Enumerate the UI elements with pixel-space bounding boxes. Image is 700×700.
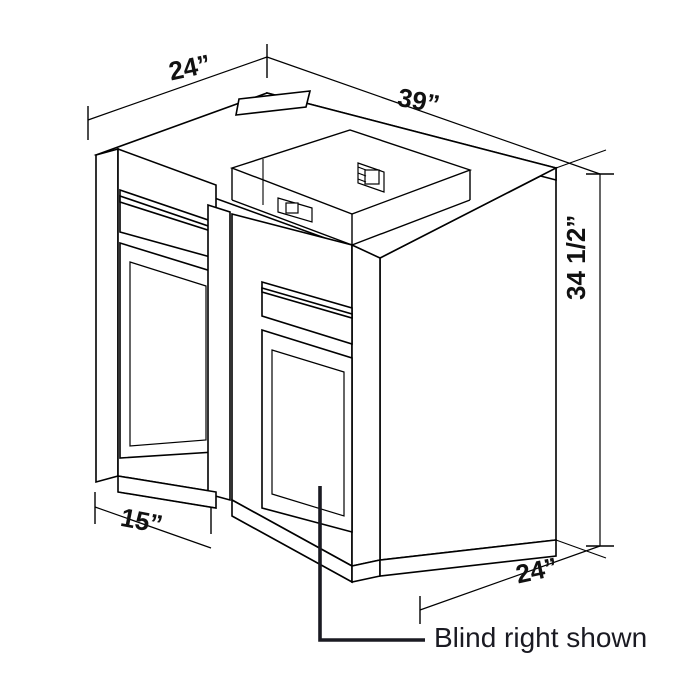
dim-line-top-right xyxy=(266,56,601,175)
cabinet-top-stretcher xyxy=(235,90,312,116)
cabinet-left-outer-stile xyxy=(95,147,119,484)
extension-line-top-right xyxy=(555,149,607,169)
toe-kick-right xyxy=(379,539,557,577)
door-front-left-inner-panel xyxy=(129,261,207,447)
cabinet-front-corner-post xyxy=(351,243,381,567)
dim-line-top-left xyxy=(87,56,268,121)
dimension-label-height-right: 34 1/2” xyxy=(561,214,591,300)
leader-line xyxy=(318,486,425,642)
drawer-front-blind-top-reveal xyxy=(261,286,353,320)
dim-line-bottom-left xyxy=(94,506,212,549)
dim-line-bottom-right xyxy=(419,545,601,611)
drawer-slide-hardware xyxy=(357,162,385,193)
extension-line-bottom-right xyxy=(555,539,607,559)
toe-kick-edge-left xyxy=(117,491,217,509)
cabinet-center-stile xyxy=(207,203,231,502)
drawer-slide-hardware-secondary xyxy=(277,197,313,223)
caption-blind-right-shown: Blind right shown xyxy=(434,622,648,653)
toe-kick-edge-blind xyxy=(231,515,353,583)
door-front-blind-inner-panel xyxy=(271,349,345,517)
